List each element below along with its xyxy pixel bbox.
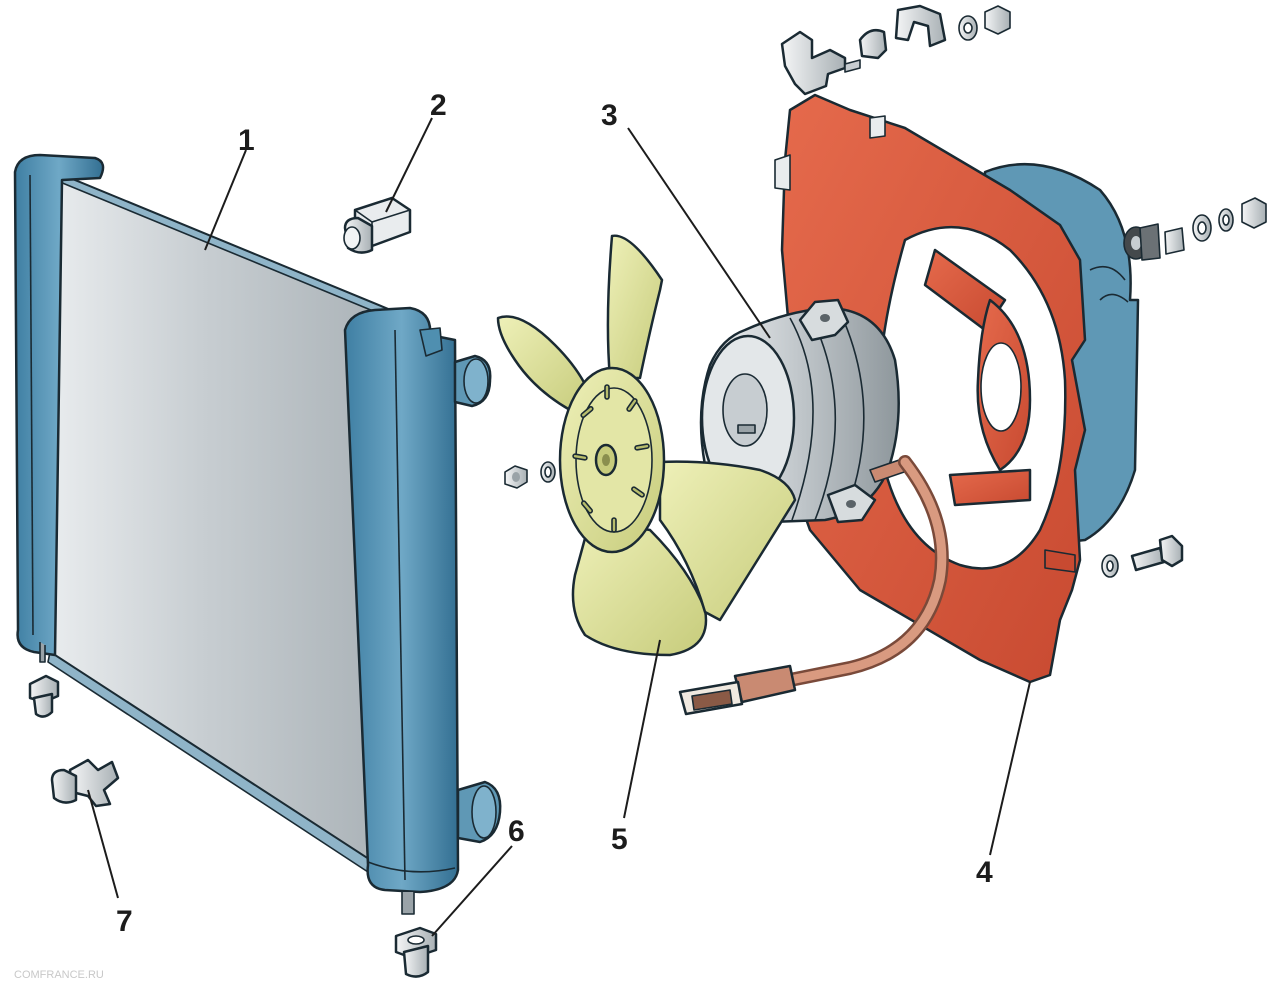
radiator bbox=[13, 153, 502, 915]
fan-impeller bbox=[496, 234, 797, 657]
radiator-bottom-fitting bbox=[28, 674, 60, 718]
leader-line-5 bbox=[623, 639, 661, 819]
leader-line-2 bbox=[385, 117, 433, 213]
side-mount-hardware bbox=[1123, 197, 1267, 261]
callout-4: 4 bbox=[976, 856, 993, 889]
fan-nut-and-washer bbox=[504, 461, 556, 489]
leader-line-1 bbox=[204, 149, 247, 251]
radiator-left-tank bbox=[13, 153, 105, 657]
callout-1: 1 bbox=[238, 124, 255, 157]
radiator-right-tank bbox=[343, 306, 460, 894]
drain-plug bbox=[394, 926, 438, 978]
top-bracket-hardware bbox=[780, 4, 1011, 96]
fan-blade-lower bbox=[571, 518, 708, 657]
radiator-cap bbox=[343, 196, 412, 254]
callout-3: 3 bbox=[601, 99, 618, 132]
leader-line-3 bbox=[627, 127, 771, 339]
leader-lines bbox=[87, 117, 1031, 937]
watermark: COMFRANCE.RU bbox=[14, 969, 104, 981]
radiator-core bbox=[48, 170, 397, 862]
fan-blade-right bbox=[658, 460, 797, 622]
fan-motor-wire bbox=[678, 455, 949, 716]
callout-7: 7 bbox=[116, 905, 133, 938]
drain-cock bbox=[50, 758, 120, 808]
callout-labels: 1 2 3 4 5 6 7 bbox=[116, 89, 993, 938]
leader-line-4 bbox=[989, 681, 1031, 856]
callout-6: 6 bbox=[508, 815, 525, 848]
leader-line-7 bbox=[87, 789, 119, 899]
leader-line-6 bbox=[431, 845, 513, 937]
fan-blade-top bbox=[606, 234, 664, 380]
callout-5: 5 bbox=[611, 823, 628, 856]
callout-2: 2 bbox=[430, 89, 447, 122]
lower-mount-hardware bbox=[1101, 534, 1184, 578]
